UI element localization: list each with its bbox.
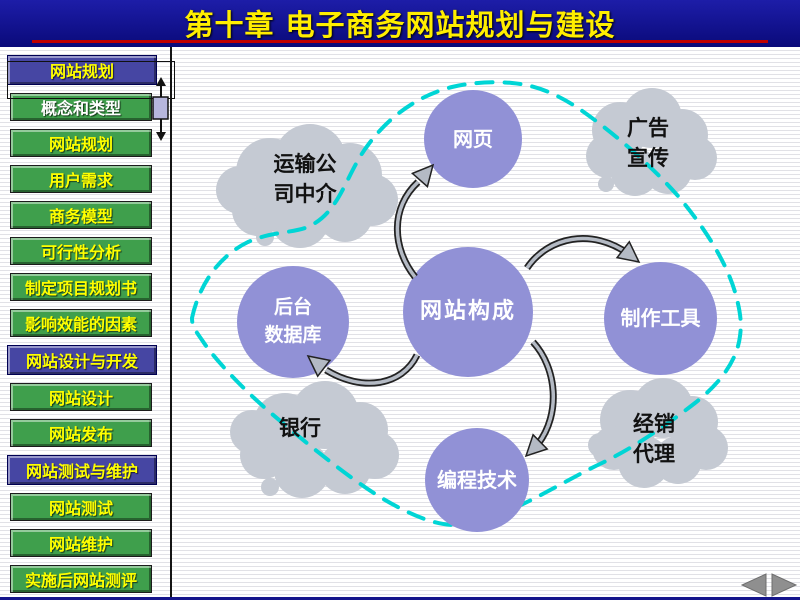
sidebar-item-website-maintenance[interactable]: 网站维护 xyxy=(10,529,152,557)
cloud-transport-agency-shape xyxy=(216,124,398,248)
title-underline xyxy=(32,40,768,43)
sidebar-item-business-model[interactable]: 商务模型 xyxy=(10,201,152,229)
sidebar-divider xyxy=(170,47,172,600)
node-programming-technology: 编程技术 xyxy=(425,428,529,532)
cloud-bank-shape xyxy=(230,381,399,498)
title-bar: 第十章 电子商务网站规划与建设 xyxy=(0,0,800,47)
sidebar-item-performance-factors[interactable]: 影响效能的因素 xyxy=(10,309,152,337)
slide-body: 网站构成 网页 后台 数据库 制作工具 编程技术 运输公 司中介 广告 宣传 银… xyxy=(0,47,800,600)
sidebar-item-feasibility-analysis[interactable]: 可行性分析 xyxy=(10,237,152,265)
sidebar-item-concepts-and-types[interactable]: 概念和类型 xyxy=(10,93,152,121)
node-website-composition: 网站构成 xyxy=(403,247,533,377)
next-slide-button[interactable] xyxy=(771,573,798,597)
dashed-boundary xyxy=(189,80,743,528)
prev-slide-button[interactable] xyxy=(740,573,767,597)
cloud-distributor-label: 经销 代理 xyxy=(633,411,675,467)
sidebar-section-design-development[interactable]: 网站设计与开发 xyxy=(7,345,157,375)
sidebar-item-website-planning[interactable]: 网站规划 xyxy=(10,129,152,157)
bottom-frame xyxy=(0,597,800,600)
diagram-canvas xyxy=(189,80,743,528)
cloud-transport-agency-label: 运输公 司中介 xyxy=(273,151,337,207)
sidebar-item-website-publishing[interactable]: 网站发布 xyxy=(10,419,152,447)
cloud-advertising-label: 广告 宣传 xyxy=(627,115,669,171)
node-backend-database: 后台 数据库 xyxy=(237,266,349,378)
sidebar-item-website-testing[interactable]: 网站测试 xyxy=(10,493,152,521)
slide-title: 第十章 电子商务网站规划与建设 xyxy=(184,8,616,42)
node-authoring-tools: 制作工具 xyxy=(604,262,717,375)
sidebar-item-user-requirements[interactable]: 用户需求 xyxy=(10,165,152,193)
sidebar-item-website-design[interactable]: 网站设计 xyxy=(10,383,152,411)
sidebar-item-post-implementation-evaluation[interactable]: 实施后网站测评 xyxy=(10,565,152,593)
sidebar: 网站规划 概念和类型 网站规划 用户需求 商务模型 可行性分析 制定项目规划书 … xyxy=(7,55,175,593)
node-webpage: 网页 xyxy=(424,90,522,188)
slide-nav xyxy=(740,573,798,597)
current-position-marker-icon xyxy=(152,77,169,141)
sidebar-section-testing-maintenance[interactable]: 网站测试与维护 xyxy=(7,455,157,485)
cloud-bank-label: 银行 xyxy=(279,415,321,440)
sidebar-item-project-plan-document[interactable]: 制定项目规划书 xyxy=(10,273,152,301)
cloud-advertising-shape xyxy=(586,88,717,196)
sidebar-section-website-planning[interactable]: 网站规划 xyxy=(7,55,157,85)
